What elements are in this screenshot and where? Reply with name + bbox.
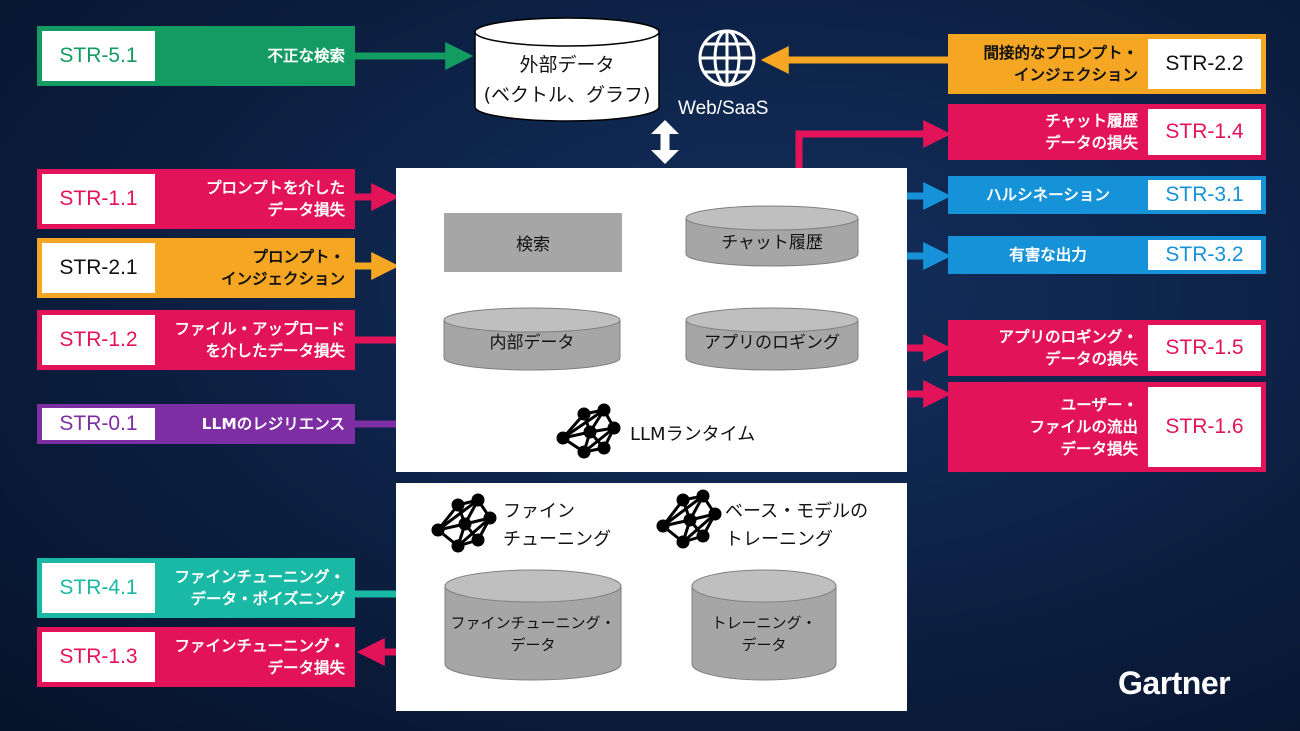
label-str-0-1: STR-0.1 LLMのレジリエンス [37, 404, 355, 444]
desc-str-1-3: ファインチューニング・ データ損失 [174, 637, 345, 677]
code-str-4-1: STR-4.1 [42, 563, 155, 613]
desc-str-1-2: ファイル・アップロード を介したデータ損失 [174, 320, 345, 360]
code-str-1-1: STR-1.1 [42, 174, 155, 224]
bidirectional-arrow [651, 120, 679, 164]
code-str-2-1: STR-2.1 [42, 243, 155, 293]
desc-str-1-5: アプリのロギング・ データの損失 [998, 328, 1138, 368]
web-saas-label: Web/SaaS [678, 98, 769, 119]
fine-tuning-label: ファイン チューニング [503, 501, 611, 550]
app-logging-cylinder [685, 307, 859, 371]
desc-str-1-1: プロンプトを介した データ損失 [205, 179, 345, 219]
code-str-1-3: STR-1.3 [42, 632, 155, 682]
fine-tuning-data-cylinder [444, 569, 622, 681]
label-str-1-1: STR-1.1 プロンプトを介した データ損失 [37, 169, 355, 229]
code-str-0-1: STR-0.1 [42, 408, 155, 440]
label-str-1-3: STR-1.3 ファインチューニング・ データ損失 [37, 627, 355, 687]
chat-history-label: チャット履歴 [721, 233, 823, 253]
chat-history-cylinder [685, 205, 859, 267]
desc-str-3-1: ハルシネーション [986, 186, 1110, 204]
label-str-4-1: STR-4.1 ファインチューニング・ データ・ポイズニング [37, 558, 355, 618]
globe-icon [698, 29, 756, 87]
code-str-2-2: STR-2.2 [1148, 39, 1261, 89]
code-str-3-1: STR-3.1 [1148, 180, 1261, 210]
label-str-1-2: STR-1.2 ファイル・アップロード を介したデータ損失 [37, 310, 355, 370]
external-data-label: 外部データ (ベクトル、グラフ) [483, 54, 651, 106]
llm-runtime-label: LLMランタイム [630, 424, 756, 445]
base-model-network-icon [656, 489, 722, 549]
label-str-5-1: STR-5.1 不正な検索 [37, 26, 355, 86]
code-str-1-2: STR-1.2 [42, 315, 155, 365]
neural-network-icon [556, 403, 621, 459]
training-data-label: トレーニング・ データ [711, 614, 817, 654]
code-str-3-2: STR-3.2 [1148, 240, 1261, 270]
label-str-3-1: ハルシネーション STR-3.1 [948, 176, 1266, 214]
base-model-training-label: ベース・モデルの トレーニング [725, 501, 869, 550]
fine-tuning-data-label: ファインチューニング・ データ [450, 614, 616, 654]
desc-str-2-1: プロンプト・ インジェクション [220, 248, 345, 288]
code-str-5-1: STR-5.1 [42, 31, 155, 81]
app-logging-label: アプリのロギング [704, 333, 840, 353]
label-str-1-5: アプリのロギング・ データの損失 STR-1.5 [948, 320, 1266, 376]
label-str-2-1: STR-2.1 プロンプト・ インジェクション [37, 238, 355, 298]
external-data-cylinder [474, 17, 660, 122]
training-data-cylinder [691, 569, 837, 681]
desc-str-1-6: ユーザー・ ファイルの流出 データ損失 [1029, 396, 1138, 458]
code-str-1-4: STR-1.4 [1148, 109, 1261, 155]
desc-str-4-1: ファインチューニング・ データ・ポイズニング [174, 568, 345, 608]
code-str-1-5: STR-1.5 [1148, 325, 1261, 371]
search-box: 検索 [444, 213, 622, 272]
label-str-3-2: 有害な出力 STR-3.2 [948, 236, 1266, 274]
label-str-2-2: 間接的なプロンプト・ インジェクション STR-2.2 [948, 34, 1266, 94]
desc-str-2-2: 間接的なプロンプト・ インジェクション [983, 44, 1138, 84]
internal-data-label: 内部データ [489, 333, 575, 353]
desc-str-0-1: LLMのレジリエンス [201, 415, 345, 433]
label-str-1-6: ユーザー・ ファイルの流出 データ損失 STR-1.6 [948, 382, 1266, 472]
gartner-logo: Gartner [1118, 665, 1231, 701]
desc-str-1-4: チャット履歴 データの損失 [1044, 112, 1138, 152]
internal-data-cylinder [443, 307, 621, 371]
label-str-1-4: チャット履歴 データの損失 STR-1.4 [948, 104, 1266, 160]
fine-tuning-network-icon [431, 493, 497, 553]
code-str-1-6: STR-1.6 [1148, 387, 1261, 467]
desc-str-3-2: 有害な出力 [1009, 246, 1087, 264]
desc-str-5-1: 不正な検索 [267, 47, 345, 65]
